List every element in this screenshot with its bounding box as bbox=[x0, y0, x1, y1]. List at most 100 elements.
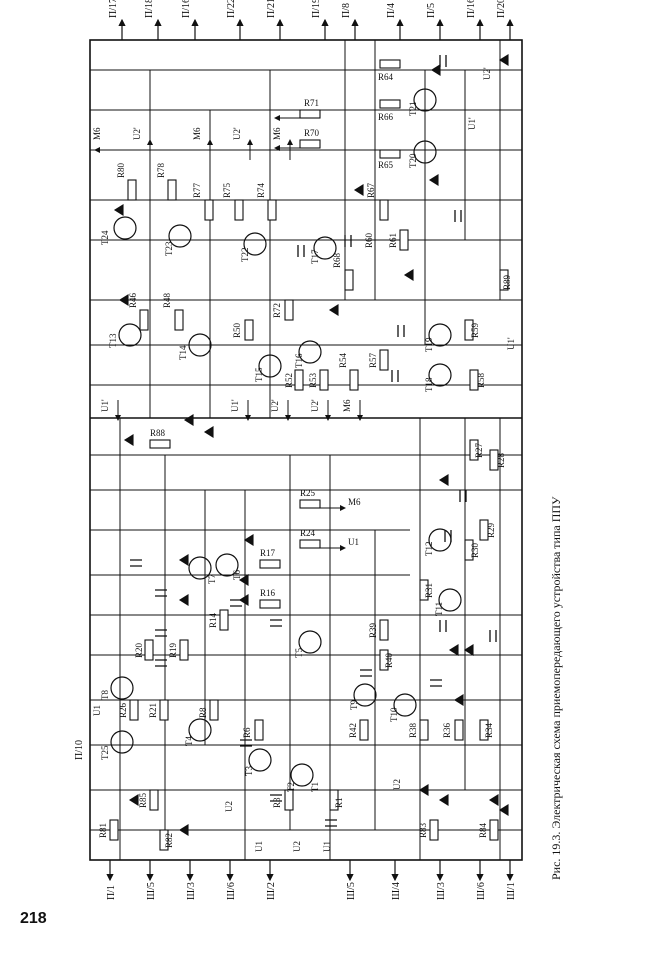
supply-label: M6 bbox=[342, 399, 352, 412]
resistor-label: R58 bbox=[476, 372, 486, 388]
supply-label: M6 bbox=[92, 127, 102, 140]
resistor-label: R24 bbox=[300, 528, 316, 538]
resistor-label: R14 bbox=[208, 612, 218, 628]
connector-label: Ш/6 bbox=[476, 882, 487, 900]
supply-label: U2' bbox=[132, 127, 142, 140]
rail-arrows bbox=[94, 115, 363, 551]
resistor-label: R77 bbox=[192, 182, 202, 198]
transistor-label: T21 bbox=[408, 102, 418, 117]
bottom-connector-arrows bbox=[106, 860, 514, 882]
resistor-label: R16 bbox=[260, 588, 276, 598]
resistor-label: R70 bbox=[304, 128, 320, 138]
connector-label: П/1 bbox=[106, 885, 117, 900]
transistor-label: T22 bbox=[240, 248, 250, 263]
connector-label: Ш/6 bbox=[226, 882, 237, 900]
supply-label: U1 bbox=[322, 841, 332, 852]
resistor-label: R81 bbox=[98, 823, 108, 838]
supply-label: U1' bbox=[230, 399, 240, 412]
supply-labels: M6 U2' M6 U2' M6 U1' U1' U2' U2' M6 M6 U… bbox=[92, 67, 516, 852]
wiring bbox=[90, 40, 522, 860]
transistor-label: T11 bbox=[434, 602, 444, 616]
connector-label: П/10 bbox=[74, 740, 85, 760]
resistor-label: R60 bbox=[364, 232, 374, 248]
transistor-symbols bbox=[110, 88, 462, 787]
transistor-label: T19 bbox=[424, 337, 434, 352]
resistor-label: R74 bbox=[256, 182, 266, 198]
connector-label: Ш/5 bbox=[346, 882, 357, 900]
resistor-label: R30 bbox=[470, 542, 480, 558]
supply-label: U1' bbox=[467, 117, 477, 130]
connector-label: П/17 bbox=[108, 0, 119, 18]
transistor-label: T3 bbox=[244, 766, 254, 776]
connector-label: П/21 bbox=[266, 0, 277, 18]
resistor-label: R78 bbox=[156, 162, 166, 178]
connector-label: П/5 bbox=[426, 3, 437, 18]
resistor-label: R48 bbox=[162, 292, 172, 308]
connector-labels: П/17 П/18 П/16 П/22 П/21 П/19 П/8 П/4 П/… bbox=[74, 0, 517, 900]
supply-label: M6 bbox=[348, 497, 361, 507]
supply-label: U1 bbox=[92, 705, 102, 716]
resistor-label: R72 bbox=[272, 303, 282, 318]
resistor-label: R40 bbox=[384, 652, 394, 668]
transistor-label: T7 bbox=[207, 574, 217, 584]
supply-label: U2 bbox=[392, 779, 402, 790]
transistor-label: T17 bbox=[310, 249, 320, 264]
resistor-label: R42 bbox=[348, 723, 358, 738]
resistor-label: R85 bbox=[138, 792, 148, 808]
supply-label: U2' bbox=[482, 67, 492, 80]
transistor-label: T12 bbox=[424, 542, 434, 557]
connector-label: Ш/3 bbox=[186, 882, 197, 900]
resistor-label: R25 bbox=[300, 488, 316, 498]
resistor-label: R53 bbox=[308, 372, 318, 388]
transistor-label: T14 bbox=[178, 345, 188, 360]
connector-label: П/16 bbox=[466, 0, 477, 18]
resistor-label: R66 bbox=[378, 112, 394, 122]
resistor-label: R38 bbox=[408, 722, 418, 738]
supply-label: U2' bbox=[270, 399, 280, 412]
transistor-label: T5 bbox=[294, 648, 304, 658]
resistor-label: R89 bbox=[502, 274, 512, 290]
resistor-label: R28 bbox=[496, 452, 506, 468]
transistor-label: T13 bbox=[108, 333, 118, 348]
connector-label: Ш/5 bbox=[146, 882, 157, 900]
resistor-label: R50 bbox=[232, 322, 242, 338]
supply-label: U2 bbox=[292, 841, 302, 852]
transistor-label: T20 bbox=[408, 153, 418, 168]
transistor-label: T23 bbox=[164, 241, 174, 256]
resistor-label: R80 bbox=[116, 162, 126, 178]
resistor-label: R39 bbox=[368, 622, 378, 638]
resistor-label: R83 bbox=[418, 822, 428, 838]
figure-caption: Рис. 19.3. Электрическая схема приемопер… bbox=[549, 496, 563, 880]
resistor-label: R52 bbox=[284, 373, 294, 388]
resistor-label: R57 bbox=[368, 352, 378, 368]
transistor-label: T18 bbox=[424, 377, 434, 392]
resistor-label: R6 bbox=[242, 727, 252, 738]
resistor-label: R36 bbox=[442, 722, 452, 738]
diode-symbols bbox=[113, 54, 509, 836]
connector-label: Ш/4 bbox=[391, 882, 402, 900]
connector-label: П/16 bbox=[181, 0, 192, 18]
resistor-label: R26 bbox=[118, 702, 128, 718]
connector-label: Ш/2 bbox=[266, 882, 277, 900]
resistor-label: R46 bbox=[128, 292, 138, 308]
supply-label: U1' bbox=[506, 337, 516, 350]
transistor-label: T10 bbox=[389, 707, 399, 722]
connector-label: П/18 bbox=[144, 0, 155, 18]
top-connector-arrows bbox=[118, 18, 514, 40]
resistor-label: R31 bbox=[424, 583, 434, 598]
transistor-label: T4 bbox=[184, 736, 194, 746]
resistor-label: R27 bbox=[474, 442, 484, 458]
connector-label: Ш/3 bbox=[436, 882, 447, 900]
resistor-label: R82 bbox=[164, 833, 174, 848]
resistor-label: R34 bbox=[484, 722, 494, 738]
supply-label: U1' bbox=[100, 399, 110, 412]
supply-label: M6 bbox=[272, 127, 282, 140]
capacitor-symbols bbox=[130, 55, 497, 827]
connector-label: П/20 bbox=[496, 0, 507, 18]
supply-label: U1 bbox=[348, 537, 359, 547]
connector-label: П/4 bbox=[386, 3, 397, 18]
resistor-label: R3 bbox=[272, 797, 282, 808]
resistor-label: R67 bbox=[366, 182, 376, 198]
transistor-label: T2 bbox=[286, 782, 296, 792]
transistor-label: T1 bbox=[310, 782, 320, 792]
